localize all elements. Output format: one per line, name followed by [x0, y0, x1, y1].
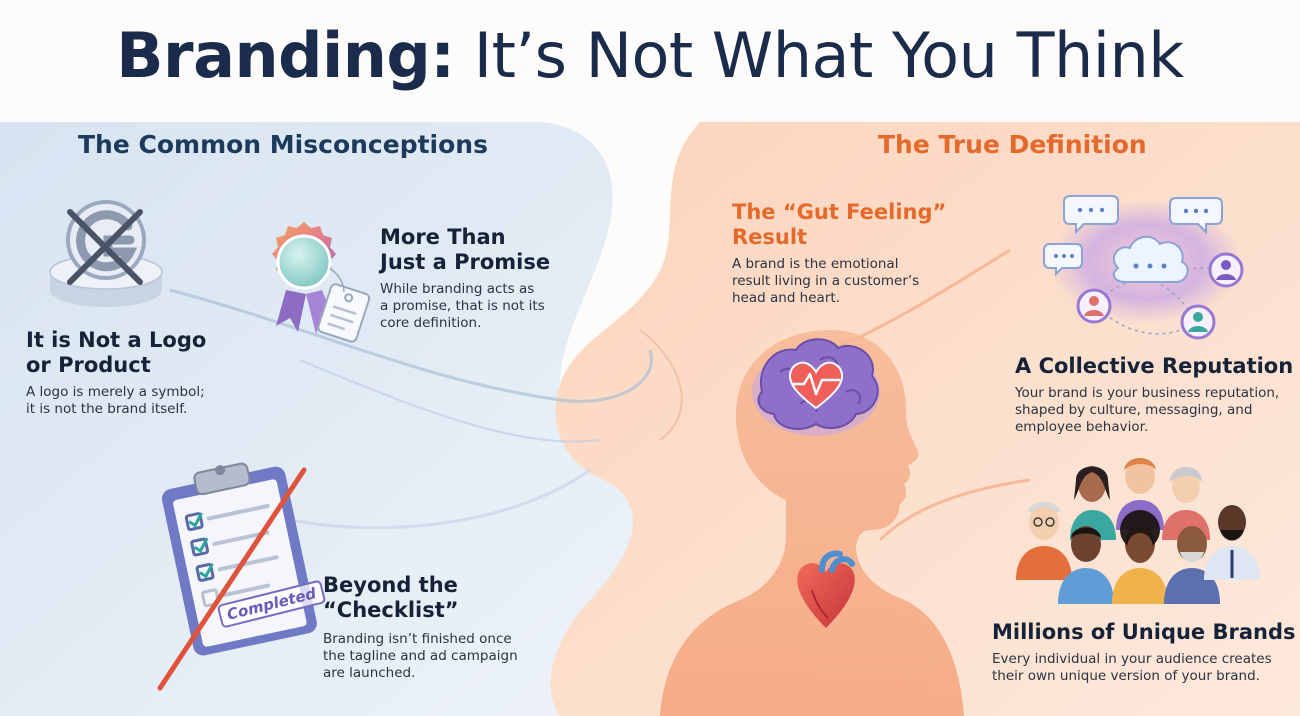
- item-title-line: Just a Promise: [380, 250, 551, 274]
- item-description: A logo is merely a symbol; it is not the…: [26, 384, 206, 418]
- item-description: While branding acts as a promise, that i…: [380, 281, 550, 332]
- item-title-line: Millions of Unique Brands: [992, 620, 1296, 644]
- item-title-line: or Product: [26, 353, 151, 377]
- head-brain-heart-icon: [660, 330, 964, 716]
- item-description-line: result living in a customer’s: [732, 273, 920, 289]
- item-title-line: More Than: [380, 225, 506, 249]
- item-description-line: A brand is the emotional: [732, 256, 899, 272]
- definition-collective-reputation: A Collective Reputation Your brand is yo…: [1015, 354, 1293, 436]
- item-description-line: head and heart.: [732, 290, 840, 306]
- item-title-line: A Collective Reputation: [1015, 354, 1294, 378]
- item-title: A Collective Reputation: [1015, 354, 1293, 379]
- item-title-line: It is Not a Logo: [26, 328, 207, 352]
- misconception-promise: More Than Just a Promise While branding …: [380, 225, 550, 332]
- main-title: Branding: It’s Not What You Think: [0, 18, 1300, 94]
- item-description: Your brand is your business reputation, …: [1015, 385, 1293, 436]
- diverse-people-group-icon: [1016, 458, 1260, 604]
- item-title: More Than Just a Promise: [380, 225, 550, 275]
- item-description-line: core definition.: [380, 315, 482, 331]
- speech-cloud-network-icon: [1043, 195, 1244, 340]
- item-description: Every individual in your audience create…: [992, 651, 1296, 685]
- misconceptions-heading: The Common Misconceptions: [78, 130, 488, 159]
- item-description-line: it is not the brand itself.: [26, 401, 188, 417]
- item-title: The “Gut Feeling” Result: [732, 200, 946, 250]
- item-description-line: the tagline and ad campaign: [323, 648, 518, 664]
- definition-gut-feeling: The “Gut Feeling” Result A brand is the …: [732, 200, 946, 307]
- true-definition-heading: The True Definition: [878, 130, 1147, 159]
- item-description-line: employee behavior.: [1015, 419, 1149, 435]
- item-description-line: their own unique version of your brand.: [992, 668, 1260, 684]
- item-title-line: “Checklist”: [323, 598, 459, 622]
- misconception-checklist: Beyond the “Checklist” Branding isn’t fi…: [323, 573, 518, 682]
- item-description: A brand is the emotional result living i…: [732, 256, 946, 307]
- item-description-line: a promise, that is not its: [380, 298, 545, 314]
- item-description-line: Your brand is your business reputation,: [1015, 385, 1280, 401]
- award-ribbon-tag-icon: [272, 222, 371, 343]
- item-description-line: are launched.: [323, 665, 416, 681]
- item-title: Millions of Unique Brands: [992, 620, 1296, 645]
- main-title-bold: Branding:: [116, 19, 455, 92]
- main-title-rest: It’s Not What You Think: [473, 19, 1184, 92]
- item-description-line: shaped by culture, messaging, and: [1015, 402, 1253, 418]
- definition-unique-brands: Millions of Unique Brands Every individu…: [992, 620, 1296, 685]
- item-description-line: Branding isn’t finished once: [323, 631, 512, 647]
- item-description: Branding isn’t finished once the tagline…: [323, 631, 518, 682]
- item-title-line: Beyond the: [323, 573, 458, 597]
- item-description-line: While branding acts as: [380, 281, 535, 297]
- misconception-not-logo: It is Not a Logo or Product A logo is me…: [26, 328, 206, 418]
- item-description-line: Every individual in your audience create…: [992, 651, 1272, 667]
- item-title-line: The “Gut Feeling”: [732, 200, 947, 224]
- item-title: It is Not a Logo or Product: [26, 328, 206, 378]
- crossed-out-logo-icon: [49, 200, 163, 307]
- item-description-line: A logo is merely a symbol;: [26, 384, 205, 400]
- item-title-line: Result: [732, 225, 808, 249]
- item-title: Beyond the “Checklist”: [323, 573, 518, 623]
